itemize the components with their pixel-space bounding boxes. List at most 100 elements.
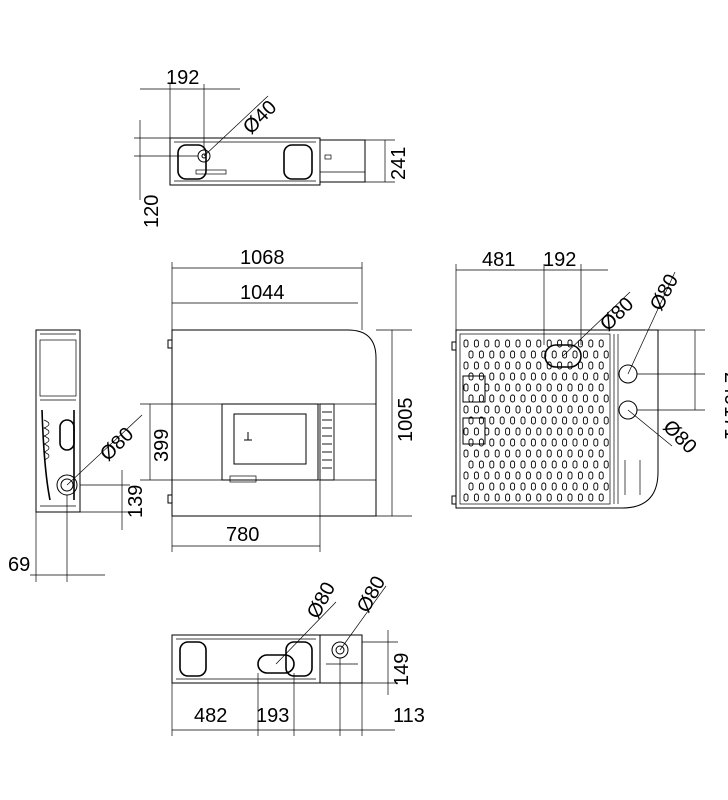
grille-slot [572,394,578,403]
grille-slot [473,405,479,414]
bottom-dim-113: 113 [393,705,425,727]
grille-slot [582,460,588,469]
grille-slot [567,471,573,480]
grille-slot [598,405,604,414]
grille-slot [557,383,563,392]
grille-slot [598,361,604,370]
grille-slot [577,427,583,436]
grille-slot [536,427,542,436]
grille-slot [484,471,490,480]
grille-slot [603,372,609,381]
grille-slot [525,361,531,370]
grille-slot [499,372,505,381]
grille-slot [551,438,557,447]
grille-slot [557,493,563,502]
grille-slot [577,405,583,414]
grille-slot [603,416,609,425]
grille-slot [536,493,542,502]
side-view: Ø80 139 69 [8,329,147,582]
bottom-dim-482: 482 [194,705,227,727]
grille-slot [463,493,469,502]
front-dim-1068: 1068 [240,247,285,269]
grille-slot [463,471,469,480]
back-dim-171: 171 [720,406,728,439]
grille-slot [515,493,521,502]
grille-slot [577,471,583,480]
grille-slot [473,449,479,458]
grille-slot [515,383,521,392]
grille-slot [515,339,521,348]
back-dim-d80c: Ø80 [658,416,700,458]
grille-slot [510,394,516,403]
grille-slot [541,372,547,381]
bottom-dim-d80b: Ø80 [353,573,390,617]
grille-slot [473,471,479,480]
front-dim-1044: 1044 [240,282,285,304]
grille-slot [541,416,547,425]
grille-slot [484,339,490,348]
grille-slot [546,405,552,414]
grille-slot [473,383,479,392]
grille-slot [546,427,552,436]
grille-slot [567,339,573,348]
grille-slot [551,416,557,425]
back-dim-249: 249 [720,372,728,405]
grille-slot [463,361,469,370]
grille-slot [598,449,604,458]
grille-slot [593,372,599,381]
back-dim-d80a: Ø80 [596,293,638,335]
grille-slot [463,427,469,436]
grille-slot [499,416,505,425]
grille-slot [562,438,568,447]
back-dim-d80b: Ø80 [646,271,683,315]
grille-slot [593,416,599,425]
grille-slot [593,438,599,447]
grille-slot [525,493,531,502]
grille-slot [588,449,594,458]
grille-slot [520,372,526,381]
side-dim-69: 69 [8,554,30,576]
back-dim-192: 192 [543,249,576,271]
grille-slot [541,482,547,491]
side-dim-139: 139 [125,485,147,518]
grille-slot [572,482,578,491]
grille-slot [520,460,526,469]
grille-slot [530,372,536,381]
grille-slot [468,350,474,359]
grille-slot [551,394,557,403]
grille-slot [499,350,505,359]
grille-slot [520,416,526,425]
grille-slot [551,372,557,381]
grille-slot [562,394,568,403]
grille-slot [588,427,594,436]
grille-slot [494,361,500,370]
grille-slot [582,394,588,403]
grille-slot [588,361,594,370]
grille-slot [562,460,568,469]
grille-slot [463,405,469,414]
grille-slot [494,427,500,436]
grille-slot [536,383,542,392]
grille-slot [473,427,479,436]
grille-slot [577,361,583,370]
grille-slot [505,361,511,370]
grille-slot [510,460,516,469]
grille-slot [603,350,609,359]
grille-slot [505,427,511,436]
grille-slot [588,471,594,480]
grille-slot [546,383,552,392]
grille-slot [603,394,609,403]
grille-slot [463,383,469,392]
grille-slot [536,361,542,370]
grille-slot [510,438,516,447]
grille-slot [494,449,500,458]
grille-slot [515,449,521,458]
grille-slot [598,427,604,436]
grille-slot [478,460,484,469]
grille-slot [582,350,588,359]
grille-slot [489,350,495,359]
grille-slot [557,339,563,348]
grille-slot [505,383,511,392]
bottom-view: Ø80 Ø80 149 482 193 113 [171,573,425,736]
grille-slot [541,394,547,403]
